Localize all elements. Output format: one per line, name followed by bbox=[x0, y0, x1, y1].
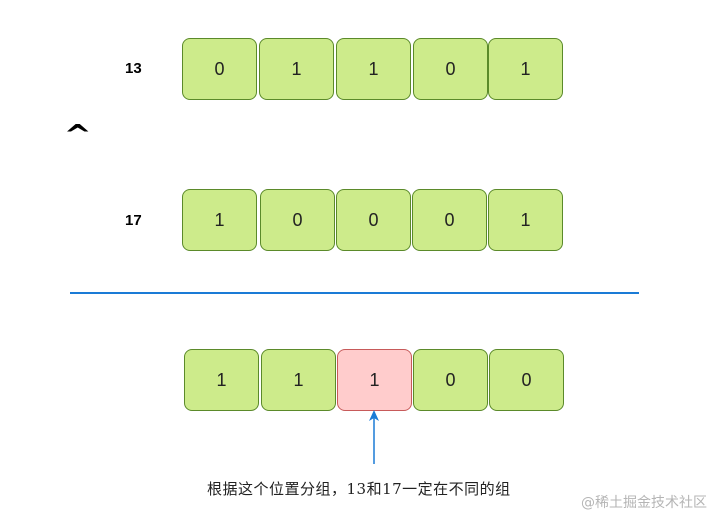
watermark: @稀土掘金技术社区 bbox=[581, 495, 707, 511]
bit-cell: 1 bbox=[184, 349, 259, 411]
bit-cell: 1 bbox=[336, 38, 411, 100]
bit-cell: 0 bbox=[413, 349, 488, 411]
bit-cell-highlighted: 1 bbox=[337, 349, 412, 411]
row-label-13: 13 bbox=[125, 60, 142, 77]
bit-cell: 1 bbox=[261, 349, 336, 411]
bit-cell: 1 bbox=[488, 38, 563, 100]
row-label-17: 17 bbox=[125, 212, 142, 229]
caption: 根据这个位置分组，13和17一定在不同的组 bbox=[207, 480, 511, 498]
result-divider bbox=[70, 292, 639, 294]
bit-cell: 0 bbox=[336, 189, 411, 251]
xor-operator: ^ bbox=[63, 118, 92, 151]
up-arrow-icon bbox=[369, 410, 379, 464]
bit-cell: 0 bbox=[413, 38, 488, 100]
bit-cell: 1 bbox=[259, 38, 334, 100]
bit-cell: 1 bbox=[488, 189, 563, 251]
bit-cell: 0 bbox=[412, 189, 487, 251]
bit-cell: 1 bbox=[182, 189, 257, 251]
bit-cell: 0 bbox=[182, 38, 257, 100]
bit-cell: 0 bbox=[489, 349, 564, 411]
bit-cell: 0 bbox=[260, 189, 335, 251]
